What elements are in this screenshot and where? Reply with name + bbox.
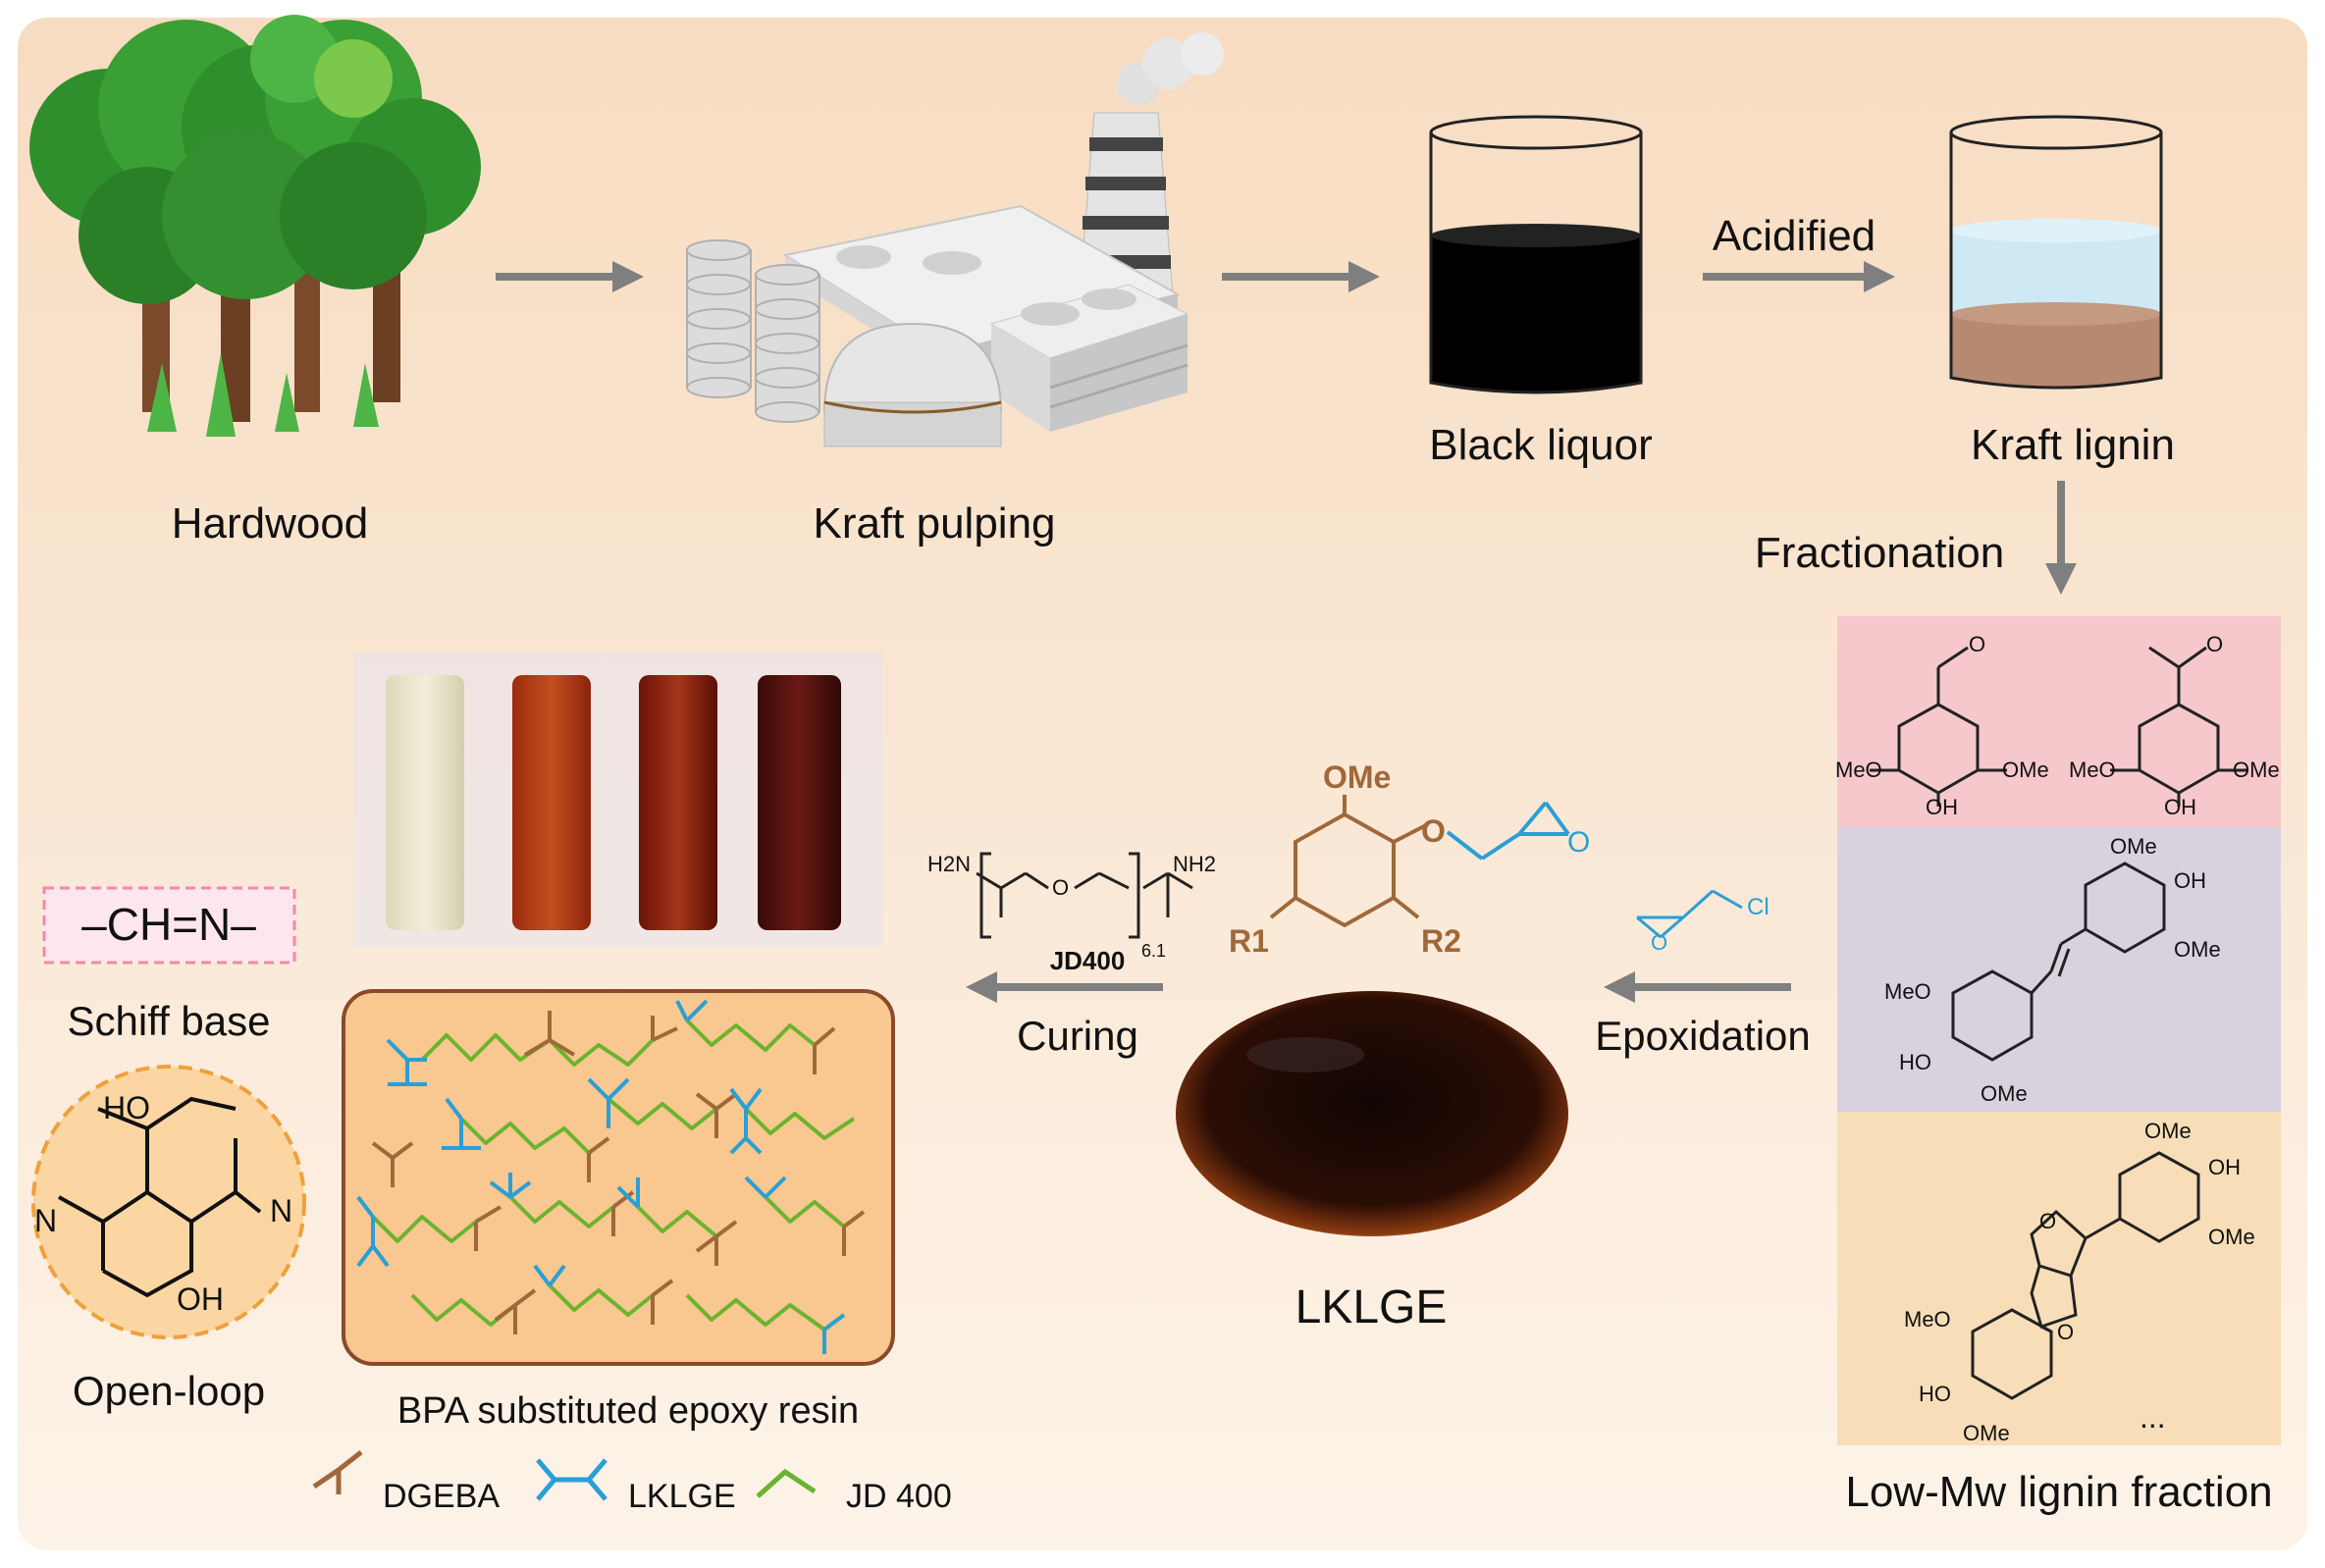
chem-o-label: O <box>1969 632 1985 656</box>
lklge-epoxide-tail <box>1446 801 1570 861</box>
epoxy-network <box>342 989 895 1366</box>
chem-r1-label: R1 <box>1229 923 1269 959</box>
legend-item-dgeba: DGEBA <box>312 1450 500 1515</box>
schiff-formula: –CH=N– <box>81 899 256 950</box>
epichlorohydrin-structure <box>1636 889 1743 939</box>
chem-meo-label: MeO <box>1884 979 1931 1004</box>
chem-ome-label: OMe <box>2110 834 2157 859</box>
chem-o-label: O <box>2039 1209 2056 1233</box>
chem-ome-label: OMe <box>1323 759 1391 795</box>
lignan-structure <box>1971 1151 2200 1400</box>
chem-o-label: O <box>2206 632 2223 656</box>
process-arrows <box>496 261 2077 1003</box>
chem-o-label: O <box>1421 813 1446 849</box>
y-branch-icon <box>312 1450 363 1494</box>
kraft-lignin-label: Kraft lignin <box>1971 421 2175 469</box>
chem-cl-label: Cl <box>1747 894 1770 920</box>
chem-meo-label: MeO <box>1835 758 1882 782</box>
zigzag-icon <box>756 1468 817 1498</box>
chem-oh-label: OH <box>2164 795 2196 819</box>
stilbene-panel <box>1837 827 2281 1112</box>
chem-ho-label: HO <box>103 1090 150 1125</box>
lklge-label: LKLGE <box>1295 1281 1448 1333</box>
hardwood-trees-icon <box>29 15 481 437</box>
chem-o-label: O <box>2057 1320 2074 1344</box>
chem-oh-label: OH <box>1926 795 1958 819</box>
cured-resin-samples-photo <box>353 653 883 947</box>
jd400-label: JD400 <box>1050 946 1126 975</box>
black-liquor-label: Black liquor <box>1429 421 1652 469</box>
lklge-sample-photo <box>1176 991 1568 1236</box>
chem-oh-label: OH <box>2174 868 2206 893</box>
acetosyringone-structure <box>2110 646 2247 807</box>
epoxy-network-box <box>342 989 895 1366</box>
black-liquor-beaker-icon <box>1429 115 1643 394</box>
open-loop-label: Open-loop <box>73 1368 265 1414</box>
chem-oh-label: OH <box>2208 1155 2241 1179</box>
stilbene-structure <box>1951 862 2166 1062</box>
chem-oh-label: OH <box>177 1281 224 1317</box>
lklge-structure <box>1269 795 1429 928</box>
chem-o-label: O <box>1052 875 1069 900</box>
chem-ho-label: HO <box>1899 1050 1931 1074</box>
chem-meo-label: MeO <box>1904 1307 1951 1332</box>
legend-label-dgeba: DGEBA <box>383 1478 500 1515</box>
chem-o-label: O <box>1651 930 1667 955</box>
lignan-panel <box>1837 1112 2281 1445</box>
monomer-panel <box>1837 616 2281 827</box>
chem-o-label: O <box>1567 826 1590 859</box>
legend-label-lklge: LKLGE <box>628 1478 736 1515</box>
jd400-structure <box>976 852 1193 939</box>
kraft-lignin-beaker-icon <box>1949 115 2163 390</box>
low-mw-fraction-panel: O MeO OMe OH O MeO OMe OH OMe OH OMe MeO… <box>1835 616 2281 1445</box>
low-mw-fraction-label: Low-Mw lignin fraction <box>1845 1468 2272 1516</box>
chem-ome-label: OMe <box>2208 1225 2255 1249</box>
chem-h2n-label: H2N <box>927 852 971 876</box>
epoxidation-label: Epoxidation <box>1595 1013 1811 1059</box>
open-loop-circle: HO N N OH <box>31 1065 306 1339</box>
legend: DGEBA LKLGE JD 400 <box>312 1450 952 1515</box>
h-branch-icon <box>536 1458 608 1501</box>
schiff-base-label: Schiff base <box>67 998 270 1044</box>
chem-n-label: N <box>34 1203 57 1238</box>
chem-ome-label: OMe <box>2174 937 2221 962</box>
chem-ome-label: OMe <box>2233 758 2280 782</box>
kraft-pulping-label: Kraft pulping <box>813 499 1055 548</box>
fractionation-label: Fractionation <box>1755 529 2004 577</box>
legend-label-jd400: JD 400 <box>846 1478 952 1515</box>
legend-item-lklge: LKLGE <box>536 1458 736 1515</box>
chem-n-label: N <box>270 1193 292 1228</box>
chem-nh2-label: NH2 <box>1173 852 1216 876</box>
chem-r2-label: R2 <box>1421 923 1461 959</box>
chem-ome-label: OMe <box>2144 1119 2192 1143</box>
chem-ho-label: HO <box>1919 1382 1951 1406</box>
schiff-base-box: –CH=N– <box>42 886 296 965</box>
chem-n-subscript: 6.1 <box>1141 941 1166 961</box>
chem-ome-label: OMe <box>1981 1081 2028 1106</box>
kraft-mill-icon <box>686 32 1224 447</box>
syringaldehyde-structure <box>1870 646 2007 807</box>
curing-label: Curing <box>1017 1013 1138 1059</box>
bpa-resin-label: BPA substituted epoxy resin <box>397 1390 859 1432</box>
chem-meo-label: MeO <box>2069 758 2116 782</box>
legend-item-jd400: JD 400 <box>756 1468 952 1515</box>
chem-ome-label: OMe <box>2002 758 2049 782</box>
acidified-label: Acidified <box>1713 212 1876 260</box>
chem-ome-label: OMe <box>1963 1421 2010 1445</box>
ellipsis-label: ... <box>2140 1399 2166 1435</box>
hardwood-label: Hardwood <box>172 499 369 548</box>
